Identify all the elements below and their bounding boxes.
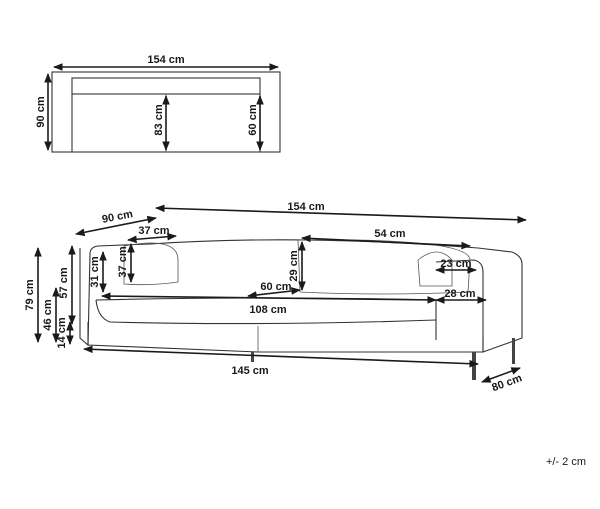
total-width-label: 154 cm xyxy=(287,201,325,213)
seat-width-arrow xyxy=(101,292,437,304)
total-height-label: 79 cm xyxy=(24,279,36,310)
total-width-arrow xyxy=(155,204,527,224)
right-arm-outline xyxy=(435,247,523,353)
front-view: 90 cm 154 cm 37 cm 37 cm 31 cm 54 cm 29 … xyxy=(24,201,527,394)
cushion-height-label: 29 cm xyxy=(288,250,300,281)
base-width-label: 145 cm xyxy=(231,365,269,377)
pillow-width-label: 37 cm xyxy=(138,225,169,237)
leg-center xyxy=(251,352,254,362)
cushion-width-arrow xyxy=(301,234,471,250)
base-depth-arrow xyxy=(481,367,521,383)
base-depth-label: 80 cm xyxy=(490,372,524,394)
pillow-width-arrow xyxy=(127,232,177,244)
top-view: 154 cm 90 cm 83 cm 60 cm xyxy=(35,54,281,153)
tolerance-note: +/- 2 cm xyxy=(546,456,586,468)
backrest-height-label: 31 cm xyxy=(89,256,101,287)
seat-width-label: 108 cm xyxy=(249,304,287,316)
back-pillow-left xyxy=(123,242,179,286)
side-depth-label: 90 cm xyxy=(101,208,134,226)
armrest-total-height-label: 57 cm xyxy=(58,267,70,298)
base-width-arrow xyxy=(83,345,479,368)
throw-pillow-right xyxy=(417,251,453,287)
pillow-height-label: 37 cm xyxy=(117,246,129,277)
leg-back-right xyxy=(512,338,515,364)
top-view-backrest xyxy=(71,77,261,95)
seat-depth-label: 60 cm xyxy=(260,281,291,293)
armrest-height-label: 28 cm xyxy=(444,288,475,300)
leg-front-right xyxy=(472,352,476,380)
seat-height-label: 46 cm xyxy=(42,299,54,330)
top-inner-depth-label: 60 cm xyxy=(247,104,259,135)
seat-cushion-outline xyxy=(95,299,437,325)
leg-height-label: 14 cm xyxy=(56,317,68,348)
cushion-width-label: 54 cm xyxy=(374,228,405,240)
top-width-label: 154 cm xyxy=(147,54,185,66)
side-depth-arrow xyxy=(75,215,157,237)
base-outline xyxy=(87,322,484,353)
left-arm-outline xyxy=(79,243,151,347)
top-seat-depth-label: 83 cm xyxy=(153,104,165,135)
armrest-width-label: 23 cm xyxy=(440,258,471,270)
top-depth-label: 90 cm xyxy=(35,96,47,127)
